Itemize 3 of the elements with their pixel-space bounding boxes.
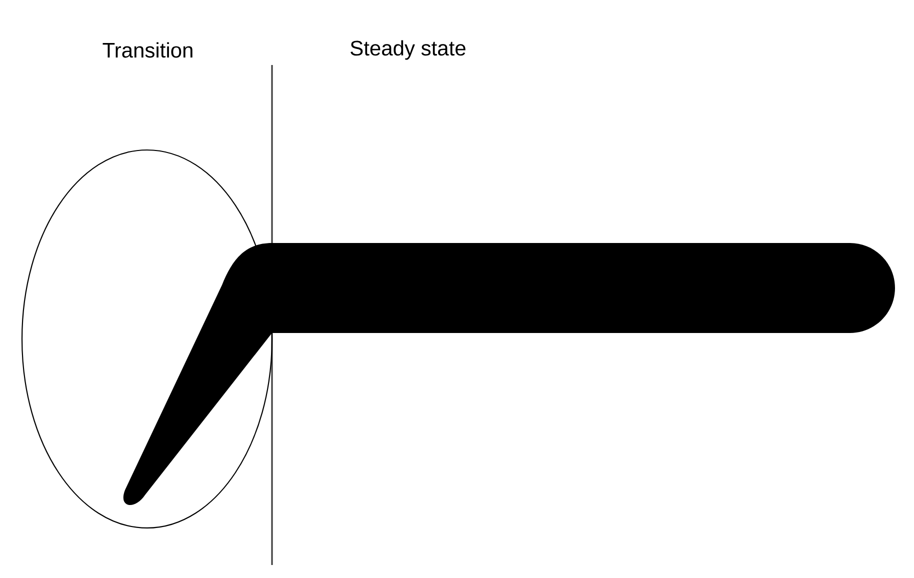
section-label: Steady state <box>350 40 466 60</box>
section-label: Transition <box>102 42 192 58</box>
ellipse <box>21 149 273 529</box>
